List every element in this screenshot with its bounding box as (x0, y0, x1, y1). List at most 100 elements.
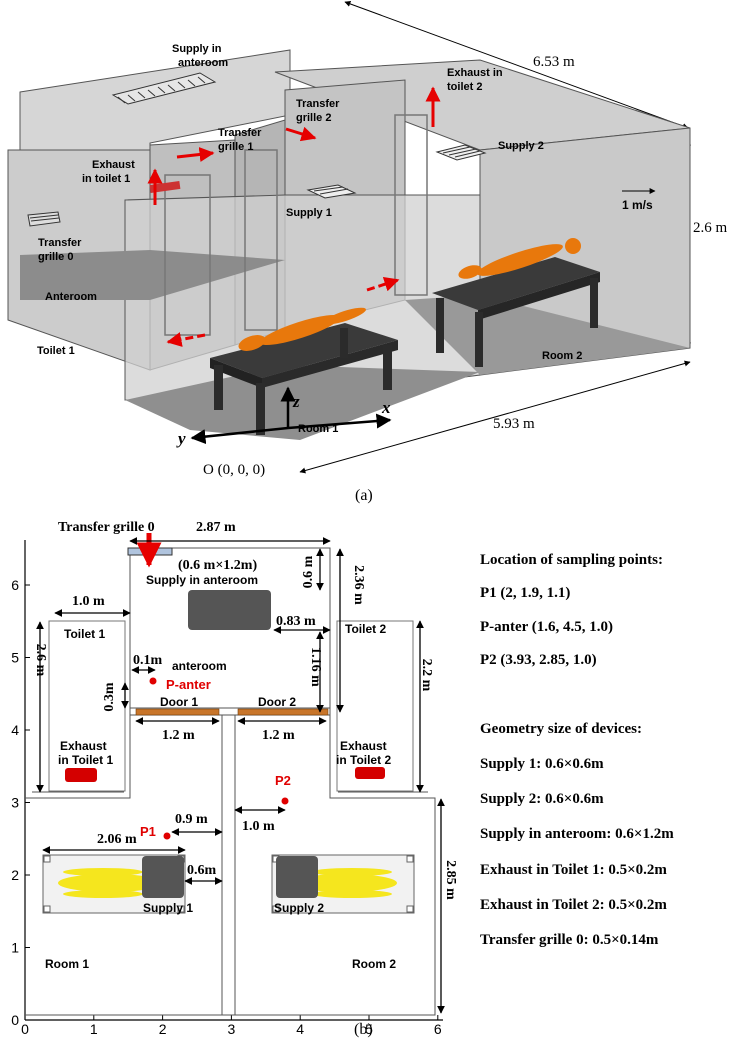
geometry-title: Geometry size of devices: (480, 721, 643, 737)
label-d116: 1.16 m (308, 647, 323, 687)
label-room1: Room 1 (45, 957, 89, 971)
flow-arrows (147, 86, 441, 347)
label-d083: 0.83 m (276, 614, 316, 629)
label-room2: Room 2 (542, 350, 582, 362)
axis-x-label: x (381, 398, 391, 417)
label-transfer-grille-0: Transfer (38, 237, 82, 249)
label-velocity: 1 m/s (622, 198, 653, 212)
table-room1-leg (214, 365, 223, 410)
dim-bottom-label: 5.93 m (493, 416, 535, 432)
label-d22: 2.2 m (419, 659, 434, 692)
dim-right-label: 2.6 m (693, 220, 728, 236)
table-room1-leg (256, 383, 265, 435)
door2 (237, 708, 329, 716)
x-tick-label: 2 (159, 1021, 167, 1037)
manikin-room1 (238, 307, 366, 351)
label-room1: Room 1 (298, 423, 338, 435)
sampling-p-anter: P-anter (1.6, 4.5, 1.0) (480, 619, 614, 635)
label-d10b: 1.0 m (242, 819, 275, 834)
label-transfer-grille-2: Transfer (296, 98, 340, 110)
label-supply2: Supply 2 (274, 901, 324, 915)
label-d236: 2.36 m (351, 565, 366, 605)
label-w12b: 1.2 m (262, 728, 295, 743)
label-anteroom: anteroom (172, 659, 227, 673)
label-exhaust-t2b: in Toilet 2 (336, 753, 391, 767)
label-d06: 0.6 m (301, 555, 316, 588)
manikin-room2 (458, 238, 581, 279)
label-toilet1: Toilet 1 (64, 627, 105, 641)
supply-anteroom-device (188, 590, 271, 630)
point-p1 (163, 832, 171, 840)
x-tick-label: 0 (21, 1021, 29, 1037)
axis-y-label: y (176, 429, 186, 448)
arrow-room2-door (366, 277, 400, 292)
label-supply1: Supply 1 (143, 901, 193, 915)
label-supply-anteroom: Supply in anteroom (146, 573, 258, 587)
exhaust-toilet1-device (149, 180, 181, 194)
axis-x-line (287, 413, 392, 430)
y-tick-label: 4 (11, 722, 19, 738)
table-room2-front (478, 272, 600, 320)
y-tick-label: 1 (11, 940, 19, 956)
arrow-transfer1 (176, 147, 215, 162)
arrow-toilet1-door (166, 332, 206, 347)
label-transfer-grille-0b: grille 0 (38, 251, 73, 263)
table-room2-leg (475, 312, 483, 367)
label-exhaust-t2: Exhaust (340, 739, 387, 753)
label-transfer-grille-2b: grille 2 (296, 112, 331, 124)
y-tick-label: 5 (11, 650, 19, 666)
label-supply-anteroom-2: anteroom (178, 57, 228, 69)
supply1-device (142, 856, 184, 898)
arrow-transfer2 (285, 126, 317, 142)
label-transfer-grille-1: Transfer (218, 127, 262, 139)
geometry-exhaust-t1: Exhaust in Toilet 1: 0.5×0.2m (480, 862, 667, 878)
x-tick-label: 4 (296, 1021, 304, 1037)
label-exhaust-toilet2: Exhaust in (447, 67, 503, 79)
label-w206: 2.06 m (97, 832, 137, 847)
label-supply2: Supply 2 (498, 140, 544, 152)
label-d06b: 0.6m (187, 863, 217, 878)
table-room1-leg (383, 345, 392, 390)
geometry-exhaust-t2: Exhaust in Toilet 2: 0.5×0.2m (480, 897, 667, 913)
axis-z-label: z (292, 392, 300, 411)
label-toilet2: Toilet 2 (345, 622, 386, 636)
transfer-grille-0 (27, 211, 61, 227)
exhaust-toilet2-device (355, 767, 385, 779)
label-w10: 1.0 m (72, 594, 105, 609)
label-d285: 2.85 m (443, 860, 458, 900)
x-tick-label: 5 (365, 1021, 373, 1037)
table-room2-leg (436, 298, 444, 353)
x-tick-label: 1 (90, 1021, 98, 1037)
label-transfer-grille-0: Transfer grille 0 (58, 520, 155, 535)
y-tick-label: 2 (11, 867, 19, 883)
manikin-plan-room2 (278, 868, 397, 898)
table-room2 (432, 257, 600, 310)
label-d01: 0.1m (133, 653, 163, 668)
label-room2: Room 2 (352, 957, 396, 971)
supply2-grille (435, 144, 487, 161)
table-room1 (210, 323, 398, 378)
origin-label: O (0, 0, 0) (203, 462, 265, 478)
label-supply-anteroom: Supply in (172, 43, 222, 55)
label-exhaust-t1b: in Toilet 1 (58, 753, 113, 767)
dim-top-line (344, 1, 689, 129)
geometry-transfer0: Transfer grille 0: 0.5×0.14m (480, 932, 659, 948)
label-exhaust-t1: Exhaust (60, 739, 107, 753)
label-door1: Door 1 (160, 695, 198, 709)
door1 (135, 708, 220, 716)
geometry-supply-anteroom: Supply in anteroom: 0.6×1.2m (480, 826, 674, 842)
dim-top-label: 6.53 m (533, 54, 575, 70)
label-exhaust-toilet2-2: toilet 2 (447, 81, 482, 93)
label-p-anter: P-anter (166, 677, 211, 692)
dim-bottom-line (299, 360, 691, 474)
supply-anteroom-grille (111, 72, 217, 105)
supply2-device (276, 856, 318, 898)
sampling-title: Location of sampling points: (480, 552, 663, 568)
label-d03: 0.3m (102, 682, 117, 712)
supply1-grille (306, 184, 357, 199)
y-tick-label: 3 (11, 795, 19, 811)
